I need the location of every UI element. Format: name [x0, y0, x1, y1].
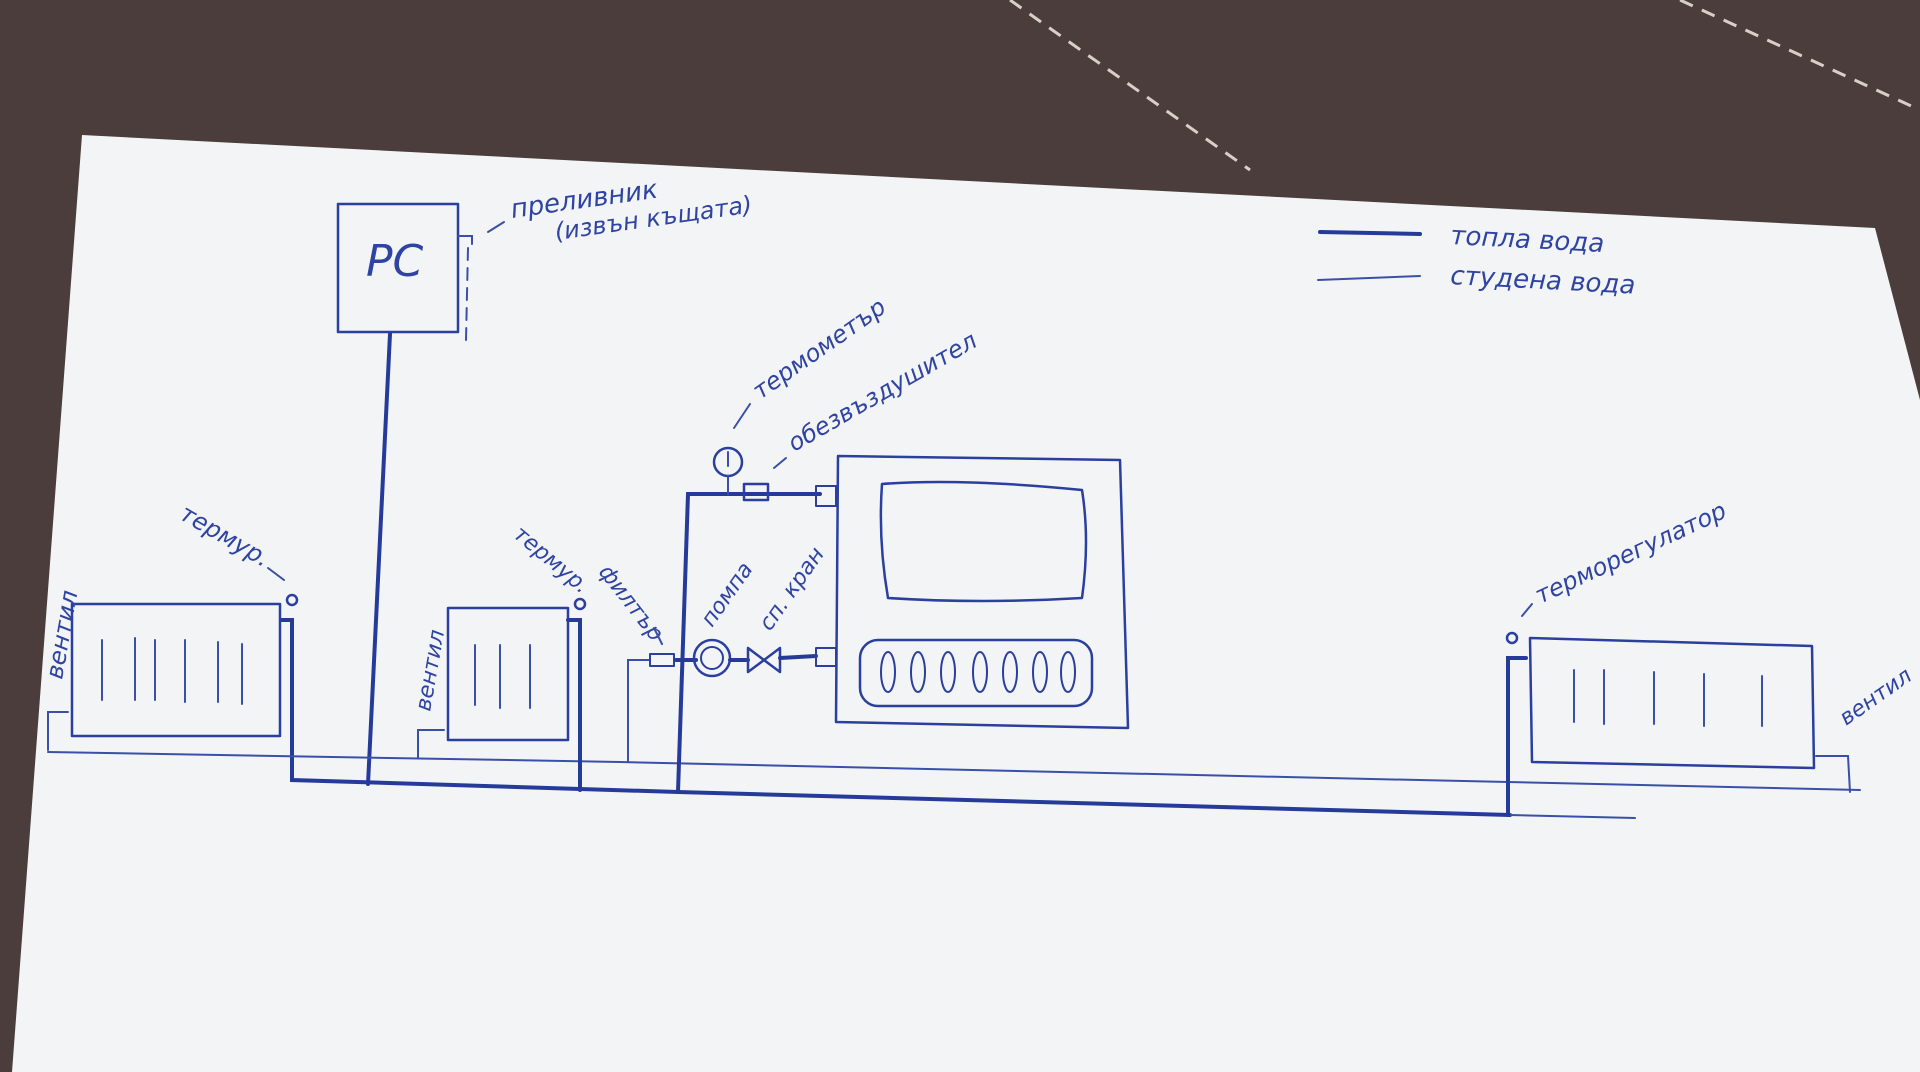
table-seam — [1679, 0, 1920, 112]
stove-grate — [858, 638, 1094, 708]
stove-body — [834, 454, 1130, 730]
grate-slot — [1002, 651, 1018, 693]
leader-line — [653, 627, 663, 645]
cold-main-pipe — [47, 751, 1861, 791]
grate-slot — [880, 651, 896, 693]
grate-slot — [1060, 651, 1076, 693]
air-vent-icon — [742, 482, 770, 502]
leader-line — [733, 403, 751, 429]
boiler-pipe — [366, 332, 392, 786]
cold-return-tail — [1509, 814, 1636, 819]
legend-cold-line — [1317, 275, 1421, 281]
boiler-box — [336, 202, 460, 334]
thermo-valve-icon — [573, 597, 587, 611]
grate-slot — [910, 651, 926, 693]
drain-valve-icon — [746, 646, 782, 674]
grate-slot — [940, 651, 956, 693]
stove — [834, 454, 1130, 730]
radiator-right-body — [1528, 636, 1816, 770]
leader-line — [773, 457, 787, 469]
legend-hot-line — [1318, 230, 1422, 236]
leader-line — [1521, 603, 1533, 617]
overflow-dashed-line — [465, 247, 469, 341]
thermo-valve-icon — [1505, 631, 1519, 645]
radiator-middle-body — [446, 606, 570, 742]
radiator-middle-supply — [566, 618, 582, 792]
radiator-right-return — [1815, 755, 1851, 793]
grate-slot — [1032, 651, 1048, 693]
radiator-right-supply — [1506, 656, 1528, 817]
supply-riser — [676, 492, 822, 794]
radiator-left-body — [70, 602, 282, 738]
leader-line — [267, 567, 285, 581]
radiator-middle-return — [417, 729, 445, 759]
hot-main-pipe — [290, 738, 1512, 817]
boiler-label: PC — [366, 236, 424, 287]
radiator-left-return — [47, 711, 69, 751]
radiator-left-supply — [280, 618, 294, 742]
grate-slot — [972, 651, 988, 693]
thermo-valve-icon — [285, 593, 299, 607]
stove-window — [879, 480, 1088, 603]
overflow-leader — [487, 221, 505, 233]
paper-sheet — [12, 135, 1920, 1072]
table-seam — [1009, 0, 1251, 172]
pump-inner-icon — [700, 646, 724, 670]
pipe — [778, 654, 818, 660]
overflow-connector — [457, 235, 473, 245]
stove-supply-nozzle — [815, 485, 837, 507]
filter-bypass — [627, 659, 651, 763]
